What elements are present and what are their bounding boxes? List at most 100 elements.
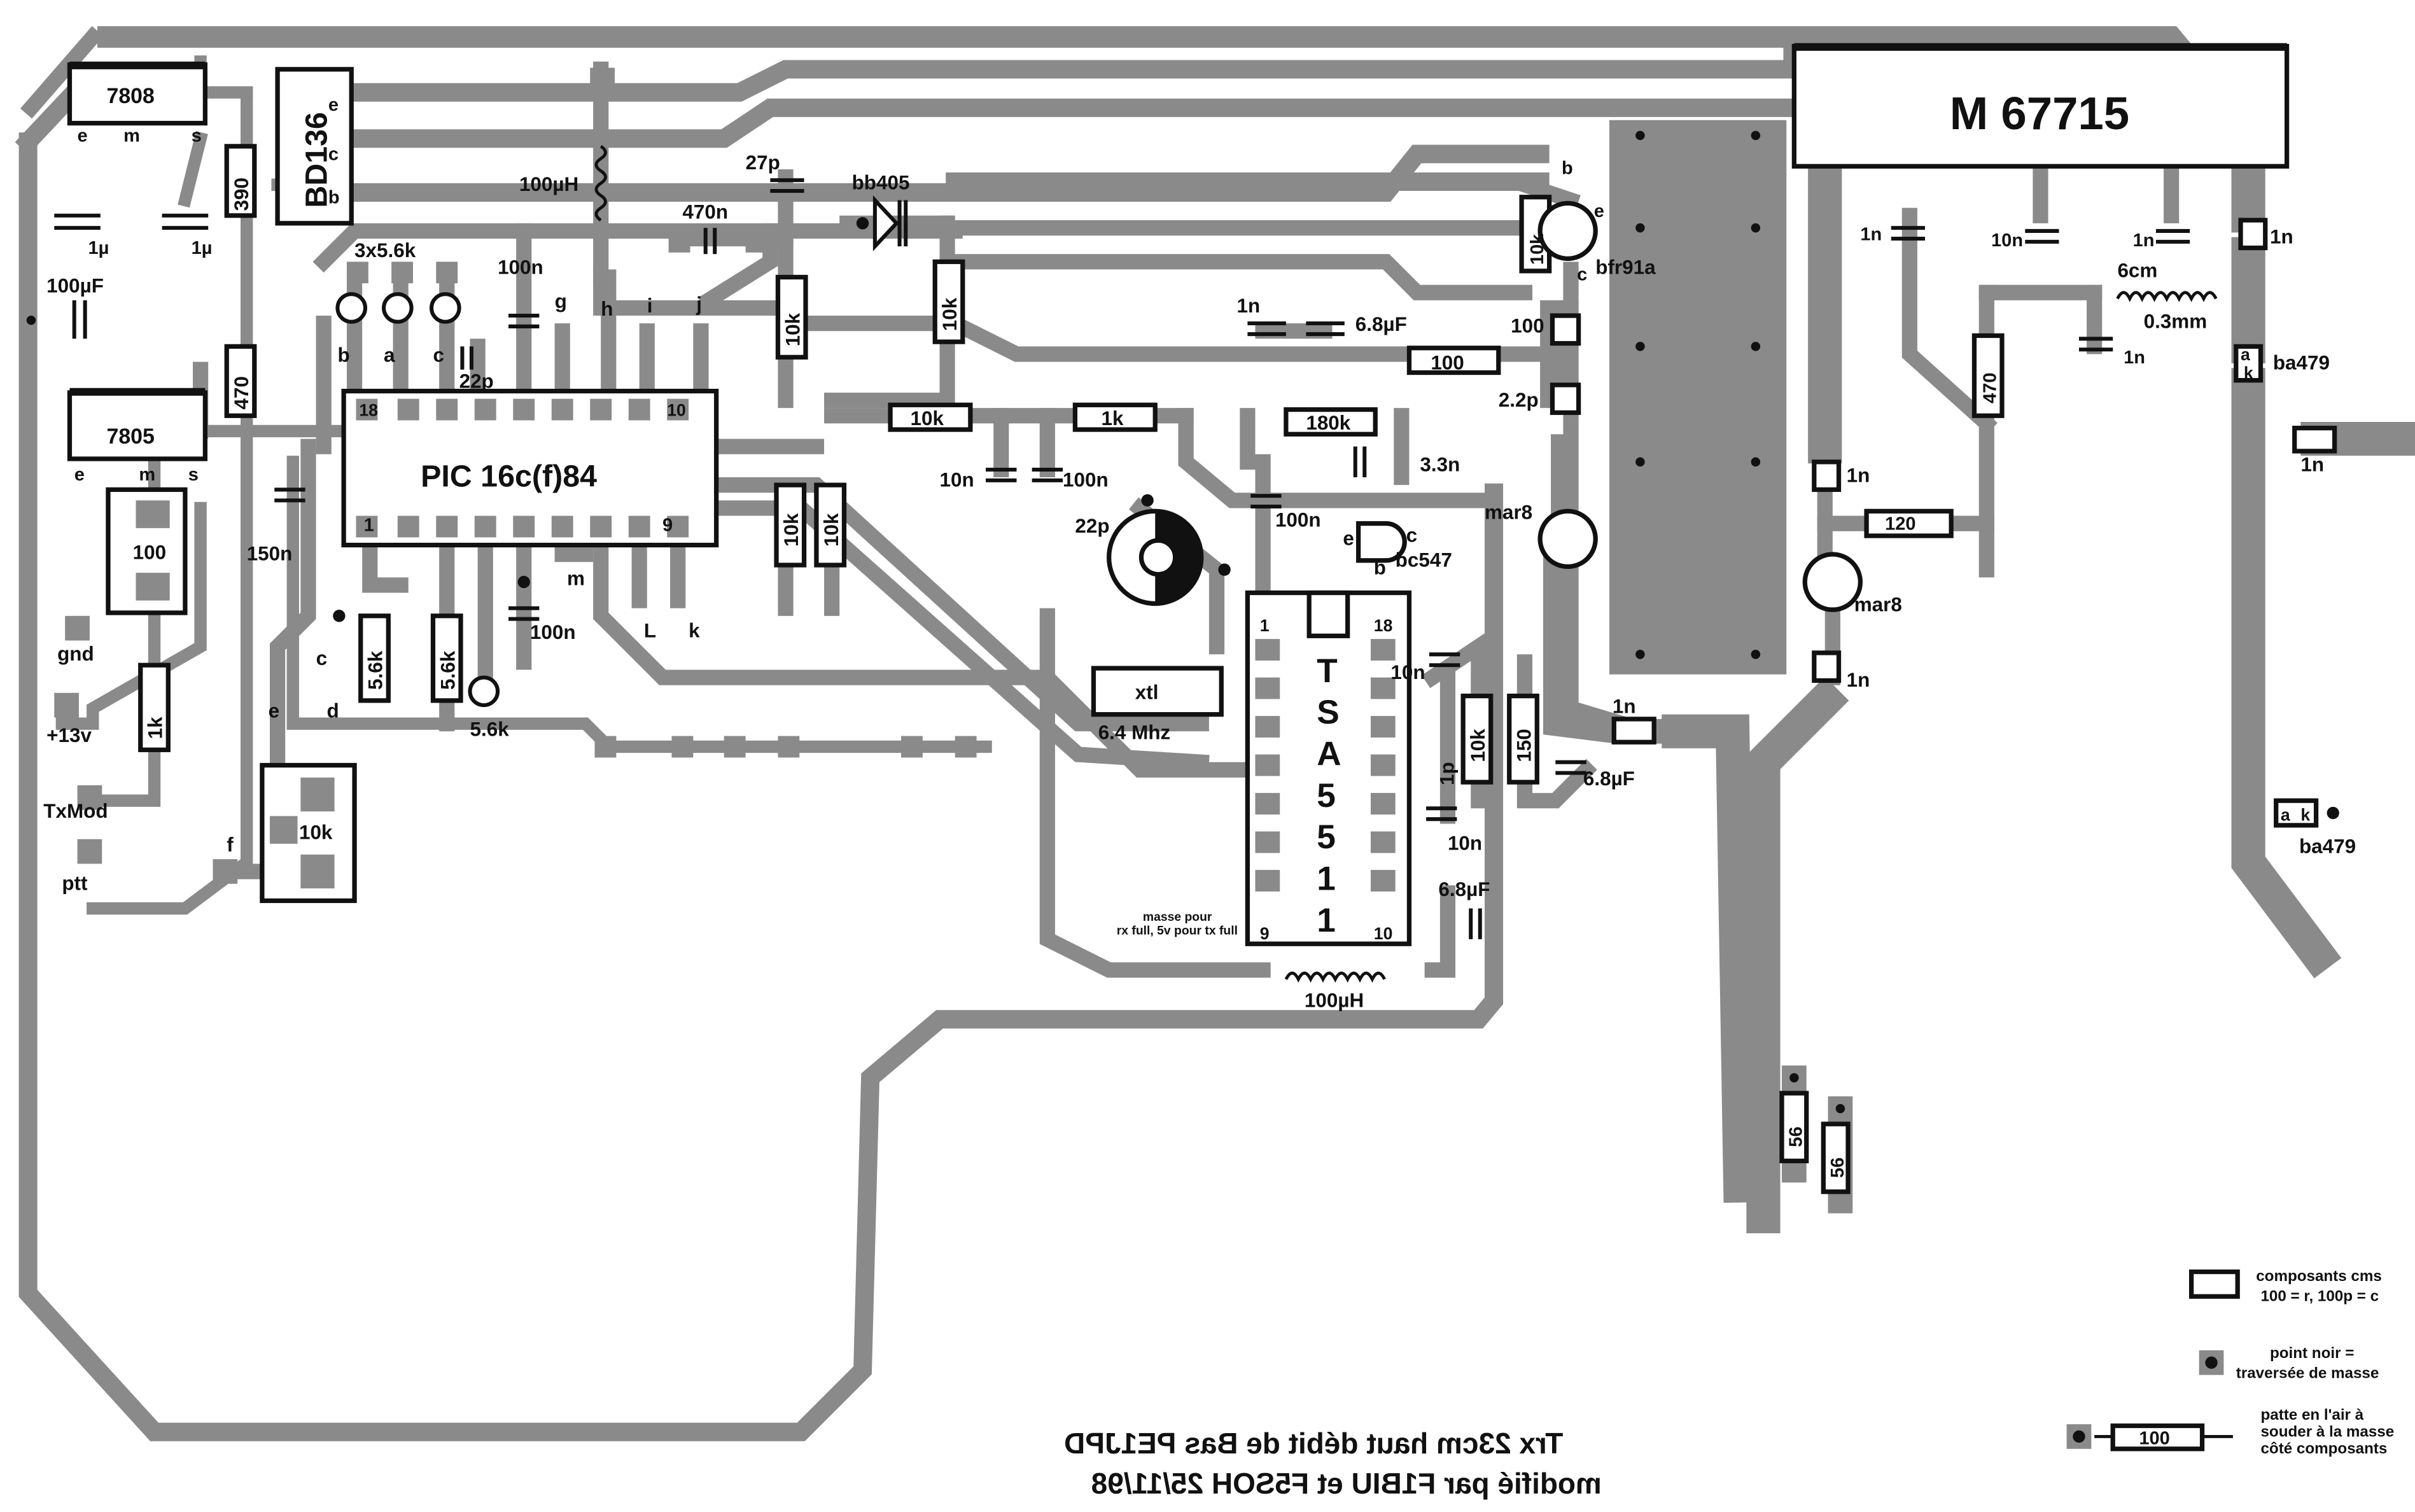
svg-text:3.3n: 3.3n: [1420, 453, 1460, 475]
svg-text:b: b: [1374, 556, 1386, 578]
svg-text:470: 470: [230, 376, 253, 409]
svg-text:10n: 10n: [1390, 661, 1425, 683]
svg-text:TxMod: TxMod: [43, 800, 108, 822]
svg-text:e: e: [328, 95, 339, 115]
svg-text:c: c: [328, 144, 339, 165]
svg-text:m: m: [567, 567, 585, 589]
svg-text:10: 10: [1374, 924, 1393, 943]
svg-text:e: e: [269, 700, 279, 722]
svg-text:T: T: [1317, 652, 1338, 690]
svg-text:100µH: 100µH: [1305, 989, 1364, 1011]
svg-text:100n: 100n: [1063, 469, 1109, 491]
svg-text:1n: 1n: [2270, 225, 2293, 248]
svg-text:k: k: [689, 620, 700, 642]
svg-text:mar8: mar8: [1854, 594, 1902, 616]
svg-text:22p: 22p: [459, 370, 494, 393]
svg-text:18: 18: [359, 400, 378, 419]
svg-text:1n: 1n: [1847, 669, 1870, 691]
pic-label: PIC 16c(f)84: [421, 459, 597, 494]
svg-text:e: e: [1343, 528, 1354, 550]
svg-text:a: a: [2241, 345, 2250, 364]
svg-text:3x5.6k: 3x5.6k: [354, 239, 416, 262]
svg-text:100n: 100n: [1275, 508, 1321, 531]
svg-text:180k: 180k: [1306, 412, 1350, 434]
labels: 7808 7805 e m s e m s BD136 e c b 390 47…: [43, 84, 2394, 1500]
svg-text:1p: 1p: [1436, 762, 1459, 785]
svg-text:1n: 1n: [1847, 464, 1870, 486]
svg-text:390: 390: [230, 178, 253, 211]
svg-text:100µF: 100µF: [46, 275, 104, 297]
svg-text:100n: 100n: [498, 256, 543, 279]
svg-text:bb405: bb405: [852, 172, 910, 194]
svg-text:s: s: [188, 465, 199, 485]
svg-text:5: 5: [1317, 777, 1336, 815]
svg-text:150n: 150n: [247, 543, 293, 565]
svg-text:1: 1: [1260, 616, 1270, 635]
svg-text:h: h: [601, 298, 613, 320]
svg-text:5.6k: 5.6k: [365, 650, 387, 690]
title-line-2: modifié par F1BIU et F5SOH 25/11/98: [1091, 1467, 1602, 1500]
svg-text:k: k: [2244, 363, 2253, 382]
svg-text:10k: 10k: [781, 312, 804, 346]
svg-text:masse pour: masse pour: [1143, 910, 1212, 924]
svg-text:ptt: ptt: [62, 872, 88, 895]
svg-text:point noir =: point noir =: [2270, 1345, 2354, 1362]
svg-text:5.6k: 5.6k: [470, 718, 510, 741]
svg-text:100: 100: [1511, 315, 1544, 337]
svg-text:bfr91a: bfr91a: [1595, 256, 1656, 279]
svg-text:1: 1: [1317, 860, 1336, 898]
svg-text:56: 56: [1828, 1158, 1848, 1178]
svg-text:k: k: [2300, 806, 2310, 825]
svg-text:1k: 1k: [1102, 407, 1124, 430]
svg-text:100: 100: [133, 541, 166, 563]
svg-text:10n: 10n: [1448, 832, 1482, 855]
svg-text:0.3mm: 0.3mm: [2144, 310, 2208, 332]
ground-plane: [1609, 120, 1787, 675]
svg-text:c: c: [433, 344, 444, 367]
svg-text:+13v: +13v: [46, 724, 92, 746]
svg-text:150: 150: [1513, 729, 1536, 762]
svg-text:e: e: [74, 465, 85, 485]
svg-text:10k: 10k: [911, 407, 944, 430]
svg-text:100 = r, 100p = c: 100 = r, 100p = c: [2260, 1288, 2379, 1305]
svg-text:c: c: [1406, 524, 1417, 547]
svg-text:9: 9: [662, 515, 673, 536]
svg-text:1n: 1n: [1613, 695, 1636, 717]
svg-text:g: g: [555, 290, 567, 312]
svg-text:1n: 1n: [1236, 295, 1260, 317]
svg-text:6.4 Mhz: 6.4 Mhz: [1098, 721, 1171, 743]
svg-text:1n: 1n: [2300, 453, 2324, 475]
svg-text:traversée de masse: traversée de masse: [2236, 1364, 2379, 1382]
m67715-label: M 67715: [1950, 88, 2129, 139]
svg-text:1µ: 1µ: [88, 238, 109, 258]
svg-text:2.2p: 2.2p: [1499, 389, 1539, 411]
svg-text:10k: 10k: [1467, 729, 1489, 762]
svg-text:d: d: [327, 700, 339, 722]
svg-text:1n: 1n: [1860, 224, 1882, 244]
svg-text:10k: 10k: [820, 513, 843, 547]
components: [54, 43, 2337, 1452]
svg-text:1n: 1n: [2124, 347, 2145, 368]
svg-text:6cm: 6cm: [2117, 260, 2157, 282]
svg-text:1: 1: [364, 515, 374, 536]
svg-text:m: m: [123, 126, 140, 146]
svg-text:9: 9: [1260, 924, 1270, 943]
svg-text:470: 470: [1980, 373, 2000, 403]
svg-text:j: j: [696, 293, 702, 316]
svg-text:souder à la masse: souder à la masse: [2260, 1423, 2394, 1440]
title-line-1: Trx 23cm haut débit de Bas PE1JPD: [1064, 1427, 1563, 1460]
svg-text:22p: 22p: [1075, 515, 1109, 537]
svg-text:ba479: ba479: [2273, 352, 2330, 374]
svg-text:a: a: [2281, 806, 2290, 825]
reg-7808-label: 7808: [107, 84, 155, 108]
svg-text:6.8µF: 6.8µF: [1438, 878, 1490, 900]
svg-text:27p: 27p: [746, 151, 780, 174]
svg-text:10k: 10k: [939, 297, 961, 331]
svg-text:bc547: bc547: [1396, 549, 1452, 571]
svg-text:b: b: [1562, 158, 1573, 178]
svg-text:patte en l'air à: patte en l'air à: [2260, 1406, 2363, 1424]
svg-text:s: s: [192, 126, 202, 146]
bd136-label: BD136: [300, 112, 334, 208]
svg-text:côté composants: côté composants: [2260, 1440, 2387, 1457]
